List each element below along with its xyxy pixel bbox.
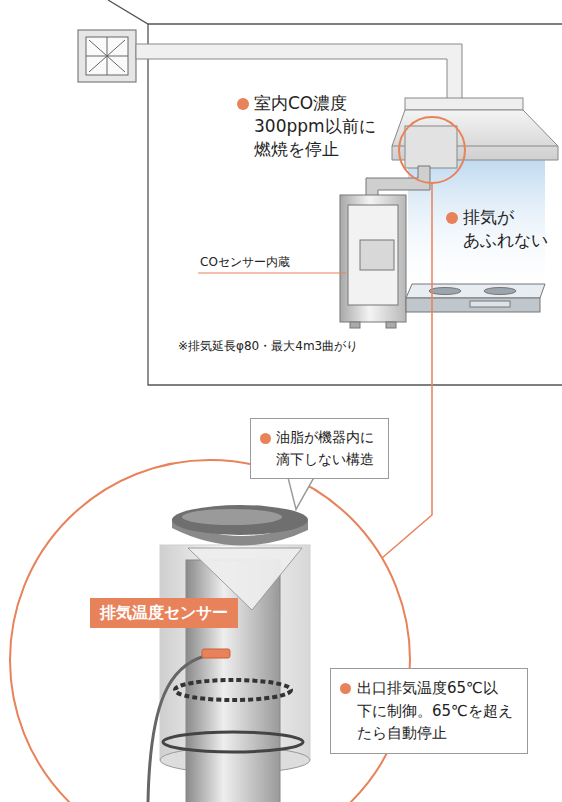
- speech-bubble: 油脂が機器内に 滴下しない構造: [250, 418, 389, 479]
- griddle: [406, 284, 545, 298]
- water-heater: [348, 205, 398, 305]
- node-text: 出口排気温度65℃以 下に制御。65℃を超え たら自動停止: [357, 677, 515, 745]
- room-outline: [148, 24, 562, 385]
- note-box: 出口排気温度65℃以 下に制御。65℃を超え たら自動停止: [330, 668, 528, 754]
- note-text: ※排気延長φ80・最大4m3曲がり: [178, 338, 358, 355]
- exhaust-adapter: [202, 649, 230, 658]
- bubble-tail: [288, 477, 314, 509]
- exhaust-adapter: [163, 732, 303, 752]
- exhaust-adapter: [175, 680, 291, 700]
- wall-fan: [86, 37, 128, 75]
- water-heater: [386, 322, 396, 328]
- label-text: ※排気延長φ80・最大4m3曲がり: [178, 338, 358, 355]
- bullet-dot: [237, 98, 249, 110]
- part-label: COセンサー内蔵: [200, 254, 290, 271]
- callout-text: 室内CO濃度 300ppm以前に 燃焼を停止: [236, 92, 378, 161]
- griddle: [406, 284, 545, 312]
- room-outline: [108, 0, 562, 385]
- node-text: 排気温度センサー: [100, 602, 228, 624]
- griddle: [406, 298, 540, 312]
- range-hood: [392, 98, 558, 168]
- exhaust-adapter: [172, 505, 308, 535]
- callout-text: 排気が あふれない: [445, 206, 550, 252]
- range-hood: [405, 126, 457, 168]
- leader-line: [198, 273, 346, 274]
- bubble-tail: [288, 477, 314, 509]
- range-hood: [405, 98, 523, 110]
- wall-fan: [78, 30, 136, 82]
- wall-fan: [86, 37, 128, 75]
- label-text: 室内CO濃度 300ppm以前に 燃焼を停止: [254, 92, 378, 161]
- label-text: 排気が あふれない: [463, 206, 550, 252]
- leader-line: [198, 272, 346, 273]
- griddle: [429, 288, 461, 295]
- node-text: 油脂が機器内に 滴下しない構造: [276, 427, 376, 470]
- zoom-marker: [399, 117, 465, 183]
- sensor-tag: 排気温度センサー: [90, 598, 238, 628]
- bullet-dot: [260, 433, 271, 444]
- zoom-marker: [382, 183, 432, 558]
- bullet-dot: [340, 683, 351, 694]
- griddle: [484, 288, 516, 295]
- label-text: COセンサー内蔵: [200, 254, 290, 271]
- wall-fan: [78, 30, 136, 82]
- griddle: [470, 301, 510, 307]
- exhaust-adapter: [148, 656, 205, 802]
- exhaust-adapter: [148, 505, 310, 802]
- exhaust-adapter: [182, 509, 282, 525]
- bullet-dot: [446, 212, 458, 224]
- zoom-marker: [382, 117, 465, 558]
- water-heater: [360, 240, 394, 270]
- water-heater: [350, 322, 360, 328]
- room-outline: [108, 0, 562, 24]
- water-heater: [340, 195, 406, 322]
